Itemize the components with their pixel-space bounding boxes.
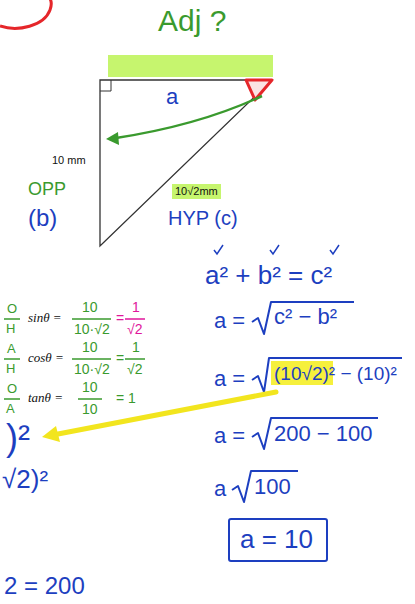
equals-sign: = <box>116 311 124 325</box>
equals-sign: = <box>116 351 124 365</box>
fraction-term: √2 <box>127 322 142 336</box>
side-letter: (b) <box>28 206 57 230</box>
formula: a <box>214 478 226 500</box>
fraction-term: 10·√2 <box>74 362 110 376</box>
dimension-label: 10 mm <box>52 155 86 166</box>
answer-text: a = 10 <box>240 526 313 552</box>
fraction-term: H <box>6 362 15 375</box>
formula: 200 − 100 <box>274 423 372 445</box>
formula: )² <box>6 420 30 456</box>
annotation-word: HYP (c) <box>168 208 238 228</box>
dimension-label: 10√2mm <box>172 184 221 199</box>
formula: a = <box>214 425 245 447</box>
right-triangle <box>100 80 272 246</box>
yellow-arrowhead <box>42 426 60 442</box>
answer-box: a = 10 <box>228 518 328 562</box>
formula: c² − b² <box>274 306 337 328</box>
green-arrowhead <box>106 132 119 145</box>
check-mark <box>214 245 223 254</box>
fraction-term: H <box>6 322 15 335</box>
fraction-term: A <box>6 402 15 415</box>
fraction-term: A <box>7 342 16 355</box>
fraction-term: O <box>7 382 17 395</box>
trig-function: sinθ = <box>28 311 62 324</box>
fraction-term: O <box>7 302 17 315</box>
trig-function: cosθ = <box>28 351 64 364</box>
right-angle-mark <box>100 80 111 91</box>
check-mark <box>330 245 339 254</box>
fraction-term: 10 <box>82 402 98 416</box>
fraction-term: 10 <box>82 340 98 354</box>
check-mark <box>270 245 279 254</box>
fraction-term: 10 <box>82 300 98 314</box>
formula: a² + b² = c² <box>205 262 332 288</box>
formula: a = <box>214 368 245 390</box>
formula: √2)² <box>2 466 48 492</box>
red-circle-mark <box>0 0 51 28</box>
formula: a = <box>214 310 245 332</box>
side-letter: a <box>166 86 178 108</box>
fraction-term: 1 <box>132 300 140 314</box>
formula: 100 <box>254 476 291 498</box>
radical-signs <box>232 302 402 502</box>
fraction-term: √2 <box>127 362 142 376</box>
annotation-word: Adj ? <box>158 6 226 36</box>
formula: (10√2)² − (10)² <box>274 364 397 383</box>
formula: = 1 <box>116 391 136 405</box>
fraction-bars <box>4 319 145 399</box>
annotation-word: OPP <box>28 180 66 198</box>
fraction-term: 10·√2 <box>74 322 110 336</box>
formula: 2 = 200 <box>4 574 85 598</box>
adjacent-highlight <box>108 55 273 77</box>
fraction-term: 10 <box>82 380 98 394</box>
green-arrow <box>116 96 262 138</box>
fraction-term: 1 <box>132 340 140 354</box>
trig-function: tanθ = <box>28 391 63 404</box>
